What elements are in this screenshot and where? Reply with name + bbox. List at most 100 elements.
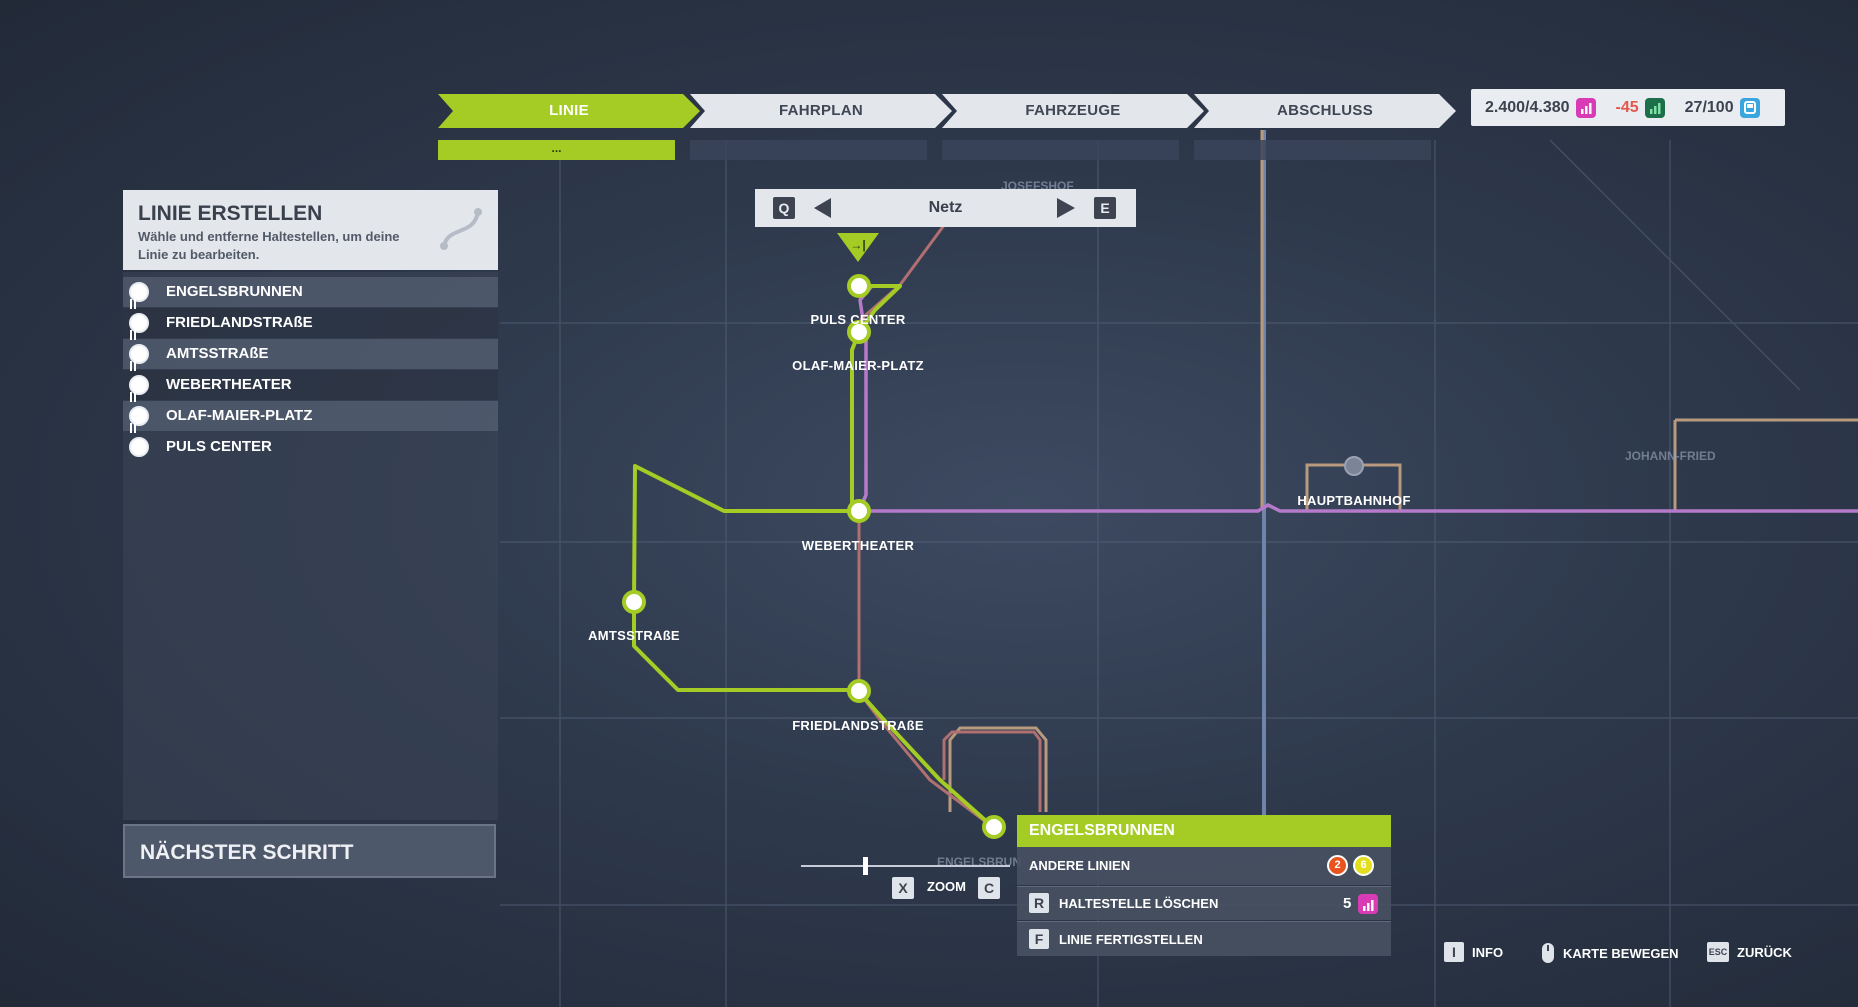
stop-connector bbox=[130, 423, 136, 433]
line-purple bbox=[857, 284, 1858, 513]
stop-list-item[interactable]: ENGELSBRUNNEN bbox=[123, 277, 498, 307]
tab-abschluss[interactable]: ABSCHLUSS bbox=[1194, 94, 1456, 128]
stop-connector bbox=[130, 392, 136, 402]
stop-list-item[interactable]: AMTSSTRAßE bbox=[123, 339, 498, 369]
resource-bar: 2.400/4.380 -45 27/100 bbox=[1471, 89, 1785, 126]
delete-stop-action[interactable]: R HALTESTELLE LÖSCHEN 5 bbox=[1017, 886, 1391, 920]
route-icon bbox=[440, 208, 482, 250]
stop-connector bbox=[130, 361, 136, 371]
map-label-amtsstrasse: AMTSSTRAßE bbox=[588, 628, 680, 643]
stop-marker-icon bbox=[129, 344, 149, 364]
key-i: I bbox=[1444, 942, 1464, 962]
key-q[interactable]: Q bbox=[773, 197, 795, 219]
tab-fahrzeuge-progress bbox=[942, 140, 1179, 160]
tab-linie-progress: ... bbox=[438, 140, 675, 160]
stop-name: ENGELSBRUNNEN bbox=[166, 283, 303, 300]
stop-connector bbox=[130, 330, 136, 340]
station-hauptbahnhof[interactable] bbox=[1344, 456, 1364, 476]
stop-name: OLAF-MAIER-PLATZ bbox=[166, 407, 313, 424]
hint-move-map-label: KARTE BEWEGEN bbox=[1563, 945, 1679, 961]
map-label-johann-fried: JOHANN-FRIED bbox=[1625, 449, 1716, 463]
stop-name: FRIEDLANDSTRAßE bbox=[166, 314, 313, 331]
map-label-puls-center: PULS CENTER bbox=[810, 312, 905, 327]
panel-description: Wähle und entferne Haltestellen, um dein… bbox=[138, 229, 400, 262]
passengers-bars-icon bbox=[1575, 97, 1596, 118]
stop-marker-icon bbox=[129, 375, 149, 395]
passengers-value: 2.400/4.380 bbox=[1485, 98, 1570, 116]
hint-info-label: INFO bbox=[1472, 944, 1504, 960]
tab-fahrplan[interactable]: FAHRPLAN bbox=[690, 94, 952, 128]
zoom-out-key[interactable]: X bbox=[892, 877, 914, 899]
zoom-label: ZOOM bbox=[927, 879, 966, 894]
hint-back[interactable]: ESC ZURÜCK bbox=[1707, 942, 1792, 962]
stop-marker-icon bbox=[129, 313, 149, 333]
hint-info[interactable]: I INFO bbox=[1444, 942, 1503, 962]
other-lines-label: ANDERE LINIEN bbox=[1029, 858, 1131, 873]
mouse-icon bbox=[1542, 943, 1554, 963]
stop-list-item[interactable]: PULS CENTER bbox=[123, 432, 498, 462]
income-value: -45 bbox=[1615, 98, 1639, 116]
network-label: Netz bbox=[928, 199, 963, 216]
tab-abschluss-progress bbox=[1194, 140, 1431, 160]
tab-fahrzeuge[interactable]: FAHRZEUGE bbox=[942, 94, 1204, 128]
passengers-bars-icon bbox=[1358, 894, 1378, 914]
next-step-button[interactable]: NÄCHSTER SCHRITT bbox=[123, 824, 496, 878]
tab-linie-label: LINIE bbox=[549, 102, 589, 119]
zoom-slider-handle[interactable] bbox=[863, 857, 868, 875]
hint-move-map[interactable]: KARTE BEWEGEN bbox=[1541, 942, 1679, 964]
stop-list-item[interactable]: WEBERTHEATER bbox=[123, 370, 498, 400]
vehicles-value: 27/100 bbox=[1684, 98, 1734, 116]
key-r: R bbox=[1029, 893, 1049, 913]
key-esc: ESC bbox=[1707, 942, 1729, 962]
tab-linie-shape bbox=[438, 94, 700, 128]
tab-fahrplan-label: FAHRPLAN bbox=[778, 102, 864, 119]
arrow-right-icon[interactable] bbox=[1057, 198, 1075, 218]
finish-line-action[interactable]: F LINIE FERTIGSTELLEN bbox=[1017, 921, 1391, 956]
line-stops[interactable] bbox=[622, 274, 1006, 839]
map-label-webertheater: WEBERTHEATER bbox=[802, 538, 915, 553]
map-label-olaf-maier-platz: OLAF-MAIER-PLATZ bbox=[792, 358, 924, 373]
map-label-hauptbahnhof: HAUPTBAHNHOF bbox=[1297, 493, 1410, 508]
line-badge-2[interactable]: 2 bbox=[1327, 855, 1348, 876]
finish-line-label: LINIE FERTIGSTELLEN bbox=[1059, 932, 1203, 947]
tab-fahrzeuge-label: FAHRZEUGE bbox=[1025, 102, 1121, 119]
stop-list-item[interactable]: OLAF-MAIER-PLATZ bbox=[123, 401, 498, 431]
resource-passengers: 2.400/4.380 bbox=[1485, 97, 1596, 118]
delete-stop-value: 5 bbox=[1343, 895, 1352, 912]
income-bars-icon bbox=[1644, 97, 1665, 118]
line-badge-6[interactable]: 6 bbox=[1353, 855, 1374, 876]
key-e[interactable]: E bbox=[1094, 197, 1116, 219]
zoom-in-key[interactable]: C bbox=[978, 877, 1000, 899]
network-selector[interactable]: Netz Q E bbox=[755, 189, 1136, 227]
key-f: F bbox=[1029, 929, 1049, 949]
create-line-header: LINIE ERSTELLEN Wähle und entferne Halte… bbox=[123, 190, 498, 270]
tab-fahrplan-shape bbox=[690, 94, 952, 128]
resource-vehicles: 27/100 bbox=[1684, 97, 1760, 118]
line-start-marker: →| bbox=[837, 233, 879, 262]
tab-abschluss-label: ABSCHLUSS bbox=[1276, 102, 1374, 119]
stop-name: WEBERTHEATER bbox=[166, 376, 292, 393]
tab-fahrzeuge-shape bbox=[942, 94, 1204, 128]
panel-title: LINIE ERSTELLEN bbox=[138, 202, 323, 225]
stop-marker-icon bbox=[129, 437, 149, 457]
tab-fahrplan-progress bbox=[690, 140, 927, 160]
line-tan bbox=[948, 130, 1858, 812]
stop-list-item[interactable]: FRIEDLANDSTRAßE bbox=[123, 308, 498, 338]
svg-text:→|: →| bbox=[850, 238, 865, 252]
delete-stop-label: HALTESTELLE LÖSCHEN bbox=[1059, 896, 1219, 911]
stop-list-panel bbox=[123, 272, 498, 820]
tab-linie[interactable]: LINIE bbox=[438, 94, 700, 128]
arrow-left-icon[interactable] bbox=[814, 198, 832, 218]
vehicle-icon bbox=[1739, 97, 1760, 118]
stop-connector bbox=[130, 299, 136, 309]
stop-marker-icon bbox=[129, 406, 149, 426]
tab-abschluss-shape bbox=[1194, 94, 1456, 128]
resource-income: -45 bbox=[1615, 97, 1665, 118]
stop-name: AMTSSTRAßE bbox=[166, 345, 269, 362]
other-lines-row: ANDERE LINIEN 2 6 bbox=[1017, 847, 1391, 885]
map-label-friedlandstrasse: FRIEDLANDSTRAßE bbox=[792, 718, 924, 733]
stop-name: PULS CENTER bbox=[166, 438, 272, 455]
stop-marker-icon bbox=[129, 282, 149, 302]
hint-back-label: ZURÜCK bbox=[1737, 944, 1792, 960]
